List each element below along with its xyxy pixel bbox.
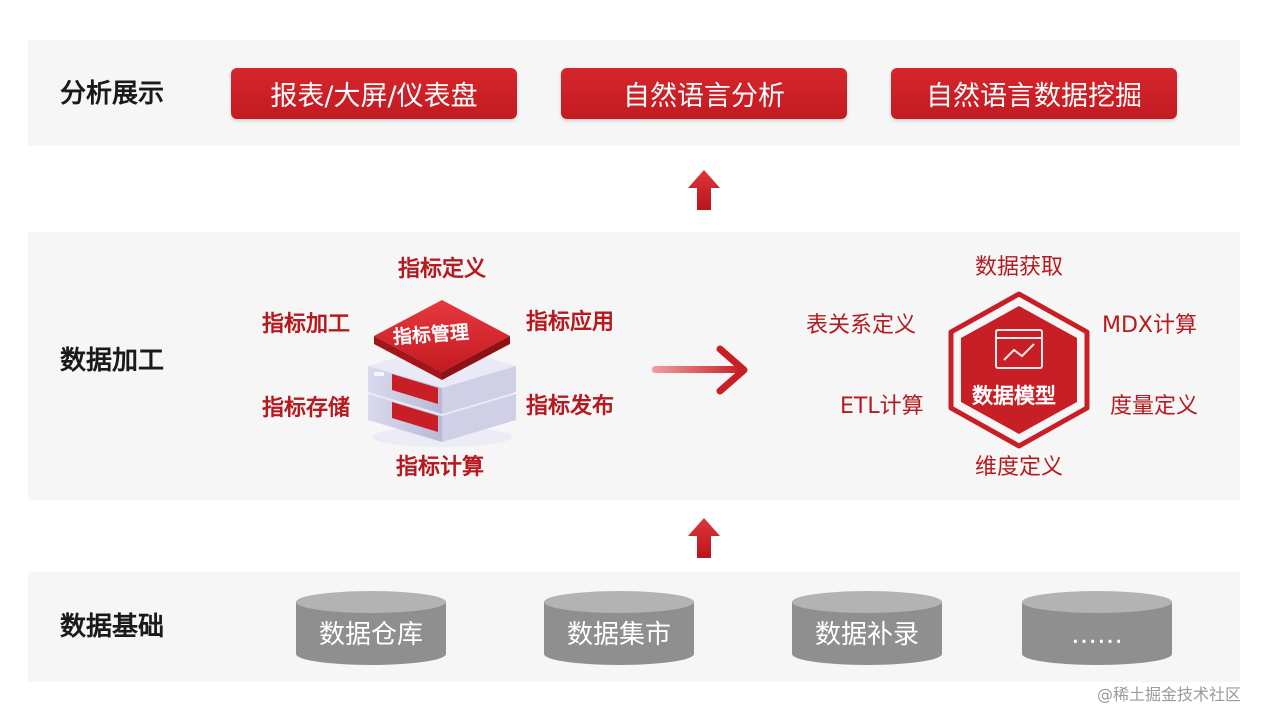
metric-define-label: 指标定义 (398, 257, 487, 282)
data-model-center-label: 数据模型 (972, 384, 1056, 408)
metric-publish-label: 指标发布 (526, 394, 615, 419)
metric-process-label: 指标加工 (262, 312, 351, 337)
data-warehouse-label: 数据仓库 (318, 620, 423, 650)
processing-layer-label: 数据加工 (60, 346, 165, 376)
dimension-define-label: 维度定义 (975, 455, 1064, 480)
database-cylinder-icon (296, 591, 446, 665)
metric-compute-label: 指标计算 (396, 455, 485, 480)
data-supplement-label: 数据补录 (814, 620, 919, 650)
etl-compute-label: ETL计算 (840, 394, 924, 419)
chart-box-icon (995, 329, 1043, 369)
database-cylinder-icon (792, 591, 942, 665)
metric-store-label: 指标存储 (262, 396, 351, 421)
metric-hub-center-label: 指标管理 (392, 321, 470, 349)
display-layer-label: 分析展示 (60, 79, 165, 109)
nl-analysis-pill: 自然语言分析 (561, 68, 847, 119)
data-mart-label: 数据集市 (566, 620, 671, 650)
data-model-hexagon (948, 291, 1090, 449)
watermark: @稀土掘金技术社区 (1096, 685, 1241, 704)
database-cylinder-icon (544, 591, 694, 665)
more-sources-label: …… (1071, 620, 1123, 650)
database-cylinder-icon (1022, 591, 1172, 665)
foundation-layer-label: 数据基础 (60, 612, 165, 642)
right-arrow-icon (652, 345, 748, 395)
nl-data-mining-pill: 自然语言数据挖掘 (891, 68, 1177, 119)
metric-apply-label: 指标应用 (526, 310, 615, 335)
data-acquire-label: 数据获取 (975, 255, 1064, 280)
report-dashboard-pill: 报表/大屏/仪表盘 (231, 68, 517, 119)
up-arrow-icon (688, 170, 720, 210)
server-stack-icon (368, 300, 516, 447)
up-arrow-icon (688, 518, 720, 558)
measure-define-label: 度量定义 (1110, 394, 1199, 419)
table-relation-label: 表关系定义 (806, 313, 917, 338)
mdx-compute-label: MDX计算 (1102, 313, 1197, 338)
